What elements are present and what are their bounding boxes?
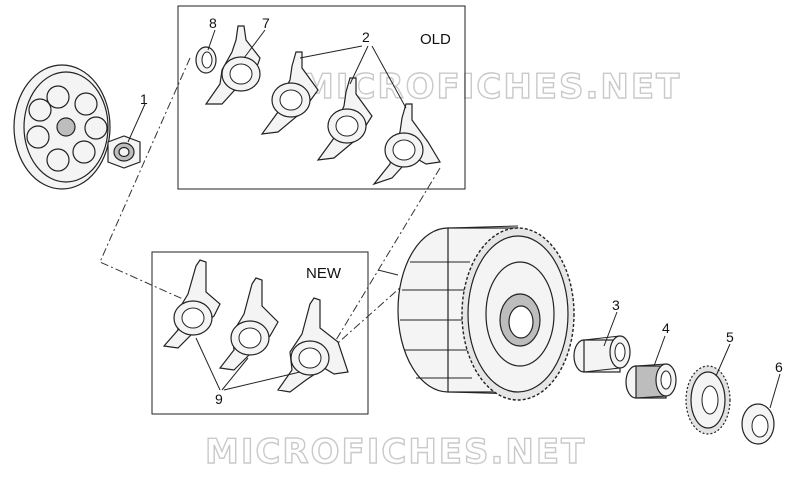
callout-9: 9 [215,391,223,407]
callout-3: 3 [612,297,620,313]
watermark-top: MICROFICHES.NET [300,67,681,107]
old-parts-box [177,5,466,190]
leader-lines [127,29,781,409]
clutch-basket-part [377,225,575,401]
callout-6: 6 [775,359,783,375]
callout-5: 5 [726,329,734,345]
spring-part-2a [260,51,319,135]
spring-part-2c [372,103,441,186]
pressure-plate-part [13,64,111,190]
callout-2: 2 [362,29,370,45]
spring-part-2b [316,77,373,161]
watermark-bottom: MICROFICHES.NET [205,432,586,472]
washer-part-8 [195,46,217,74]
spring-part-9b [218,277,279,371]
new-parts-box [151,251,369,415]
callout-1: 1 [140,91,148,107]
callout-7: 7 [262,15,270,31]
gear-part-5 [685,365,731,435]
thrust-washer-part-6 [741,403,775,445]
needle-bearing-part-3 [573,335,631,373]
callout-8: 8 [209,15,217,31]
new-box-label: NEW [306,265,342,282]
clutch-nut-part [107,135,141,169]
assembly-line-middle [329,167,441,351]
spring-washer-part-7 [204,25,261,105]
callout-4: 4 [662,320,670,336]
old-box-label: OLD [420,31,451,48]
spring-part-9c [276,297,349,393]
bushing-part-4 [625,363,677,399]
spring-part-9a [162,259,221,349]
